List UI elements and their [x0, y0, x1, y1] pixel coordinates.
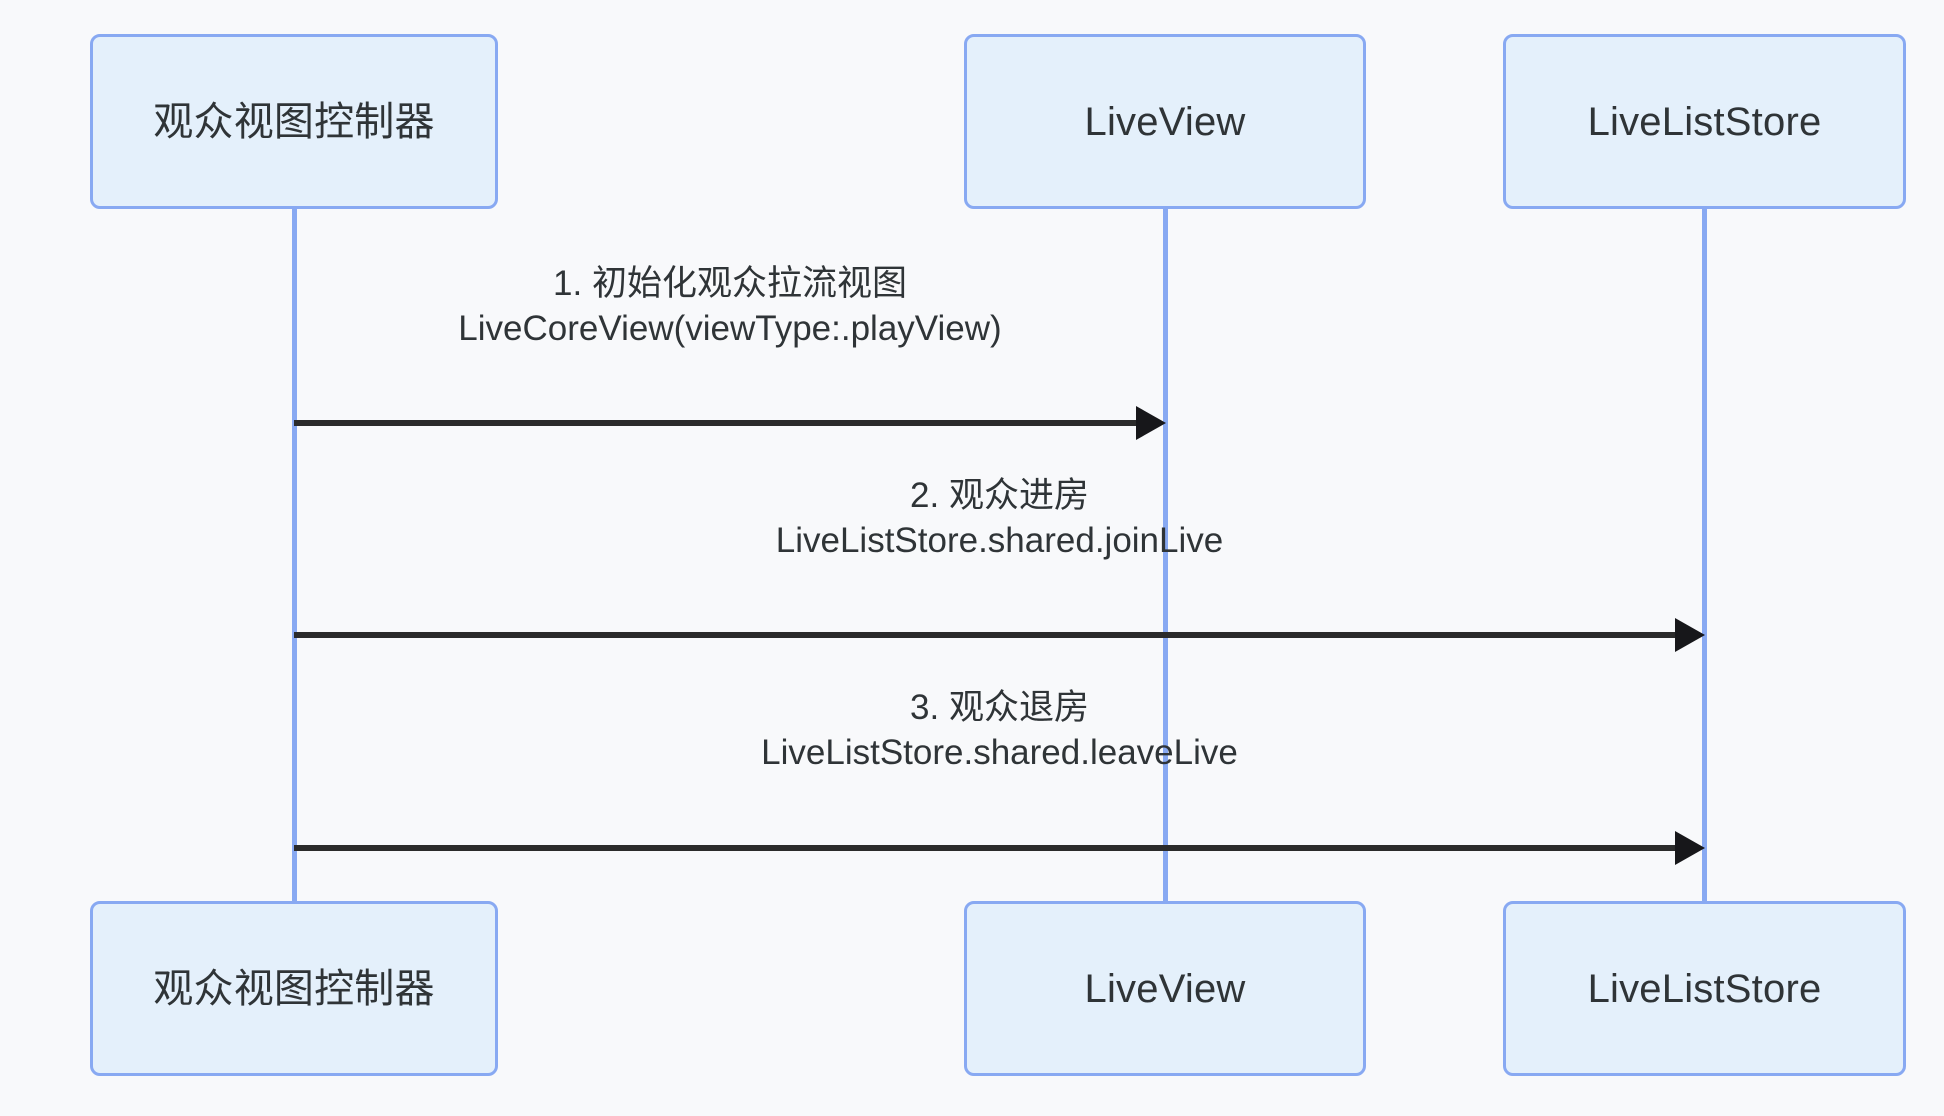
message-line-1: [294, 420, 1136, 426]
participant-box-live-view-footer[interactable]: LiveView: [964, 901, 1366, 1076]
message-line-3: [294, 845, 1675, 851]
participant-label-viewer-vc-footer: 观众视图控制器: [153, 966, 435, 1011]
participant-box-viewer-vc-footer[interactable]: 观众视图控制器: [90, 901, 498, 1076]
participant-label-live-list-store-footer: LiveListStore: [1587, 966, 1822, 1011]
message-arrowhead-1: [1136, 406, 1166, 440]
message-arrowhead-2: [1675, 618, 1705, 652]
message-label-1: 1. 初始化观众拉流视图 LiveCoreView(viewType:.play…: [294, 262, 1166, 352]
lifeline-live-view: [1163, 200, 1168, 910]
message-arrowhead-3: [1675, 831, 1705, 865]
message-label-3-line-1: 3. 观众退房: [910, 688, 1089, 727]
message-label-3: 3. 观众退房 LiveListStore.shared.leaveLive: [294, 686, 1705, 776]
participant-box-live-list-store-footer[interactable]: LiveListStore: [1503, 901, 1906, 1076]
participant-box-viewer-vc[interactable]: 观众视图控制器: [90, 34, 498, 209]
message-label-2: 2. 观众进房 LiveListStore.shared.joinLive: [294, 474, 1705, 564]
message-label-1-line-1: 1. 初始化观众拉流视图: [553, 264, 907, 303]
lifeline-viewer-vc: [292, 200, 297, 910]
participant-label-live-view: LiveView: [1084, 99, 1246, 144]
participant-label-live-view-footer: LiveView: [1084, 966, 1246, 1011]
message-label-1-line-2: LiveCoreView(viewType:.playView): [458, 308, 1002, 348]
participant-box-live-list-store[interactable]: LiveListStore: [1503, 34, 1906, 209]
message-label-3-line-2: LiveListStore.shared.leaveLive: [761, 732, 1238, 772]
message-label-2-line-2: LiveListStore.shared.joinLive: [775, 520, 1224, 560]
participant-box-live-view[interactable]: LiveView: [964, 34, 1366, 209]
lifeline-live-list-store: [1702, 200, 1707, 910]
participant-label-viewer-vc: 观众视图控制器: [153, 99, 435, 144]
message-label-2-line-1: 2. 观众进房: [910, 476, 1089, 515]
participant-label-live-list-store: LiveListStore: [1587, 99, 1822, 144]
message-line-2: [294, 632, 1675, 638]
